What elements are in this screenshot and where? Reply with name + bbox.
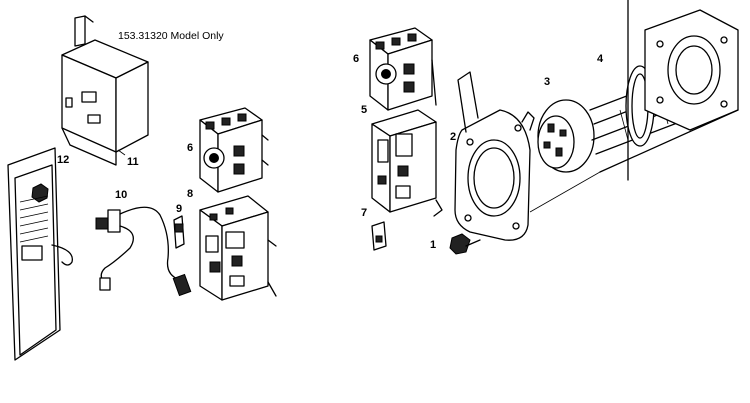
part-3-element-flange: [537, 99, 595, 173]
part-6-thermostat-left: [199, 107, 269, 193]
callout-7: 7: [361, 207, 367, 219]
callout-6-left: 6: [187, 142, 193, 154]
part-8-limit-control: [199, 195, 277, 301]
callout-11: 11: [127, 156, 139, 168]
part-6-thermostat-right: [369, 27, 437, 111]
part-12-label-card: [7, 147, 73, 361]
callout-5: 5: [361, 104, 367, 116]
model-note: 153.31320 Model Only: [118, 30, 224, 42]
part-5-limit-control: [371, 109, 443, 217]
callout-9: 9: [176, 203, 182, 215]
callout-3: 3: [544, 76, 550, 88]
callout-1: 1: [430, 239, 436, 251]
part-2-gasket-plate: [454, 71, 535, 241]
callout-6-right: 6: [353, 53, 359, 65]
part-10-wire-harness: [95, 206, 192, 297]
part-1-screw: [449, 233, 481, 255]
callout-4: 4: [597, 53, 604, 65]
part-11-cover-box: [61, 15, 149, 166]
tank-wall-housing: [529, 0, 739, 213]
part-7-bracket: [371, 221, 387, 251]
callout-12: 12: [57, 154, 69, 166]
callout-10: 10: [115, 189, 127, 201]
callout-8: 8: [187, 188, 193, 200]
part-9-jumper: [173, 215, 185, 249]
callout-2: 2: [450, 131, 456, 143]
